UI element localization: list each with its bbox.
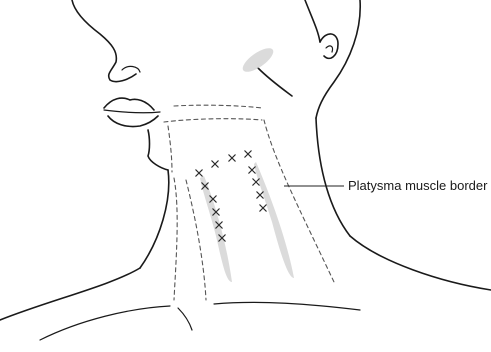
cheek-shading xyxy=(239,44,277,76)
platysma-band-left xyxy=(200,176,232,282)
lip-line xyxy=(104,110,160,113)
neck-front-contour xyxy=(140,170,169,268)
x-marker xyxy=(196,170,202,176)
chin xyxy=(148,130,168,170)
upper-lip xyxy=(104,98,154,110)
nostril xyxy=(122,66,140,72)
sternal-notch xyxy=(178,308,192,330)
muscle-shading xyxy=(200,162,294,282)
clavicle-left xyxy=(40,306,170,340)
jawline-dashed-lower xyxy=(164,119,262,122)
jaw-line xyxy=(258,68,292,96)
head-outline xyxy=(72,0,360,170)
x-marker xyxy=(212,161,218,167)
x-marker xyxy=(249,167,255,173)
platysma-dashed-borders xyxy=(164,105,334,300)
clavicle-right xyxy=(214,302,360,310)
medial-border-left-b xyxy=(186,180,206,300)
head-back-contour xyxy=(305,0,320,42)
x-marker xyxy=(260,205,266,211)
x-marker xyxy=(229,155,235,161)
platysma-band-right xyxy=(254,162,294,278)
right-shoulder xyxy=(350,236,491,290)
medial-border-left-a xyxy=(174,178,177,300)
lateral-border-right xyxy=(264,120,334,282)
forehead-nose-contour xyxy=(72,0,136,82)
ear-inner xyxy=(326,46,333,52)
chin-dashed-vertical xyxy=(168,126,172,172)
x-marker xyxy=(253,179,259,185)
left-shoulder xyxy=(0,268,140,320)
neck-back-contour xyxy=(316,118,350,236)
lower-lip xyxy=(108,116,158,127)
platysma-border-label: Platysma muscle border xyxy=(348,178,488,193)
nape-contour xyxy=(316,0,360,118)
x-marker xyxy=(245,151,251,157)
jawline-dashed-upper xyxy=(174,105,262,108)
x-marker xyxy=(257,192,263,198)
